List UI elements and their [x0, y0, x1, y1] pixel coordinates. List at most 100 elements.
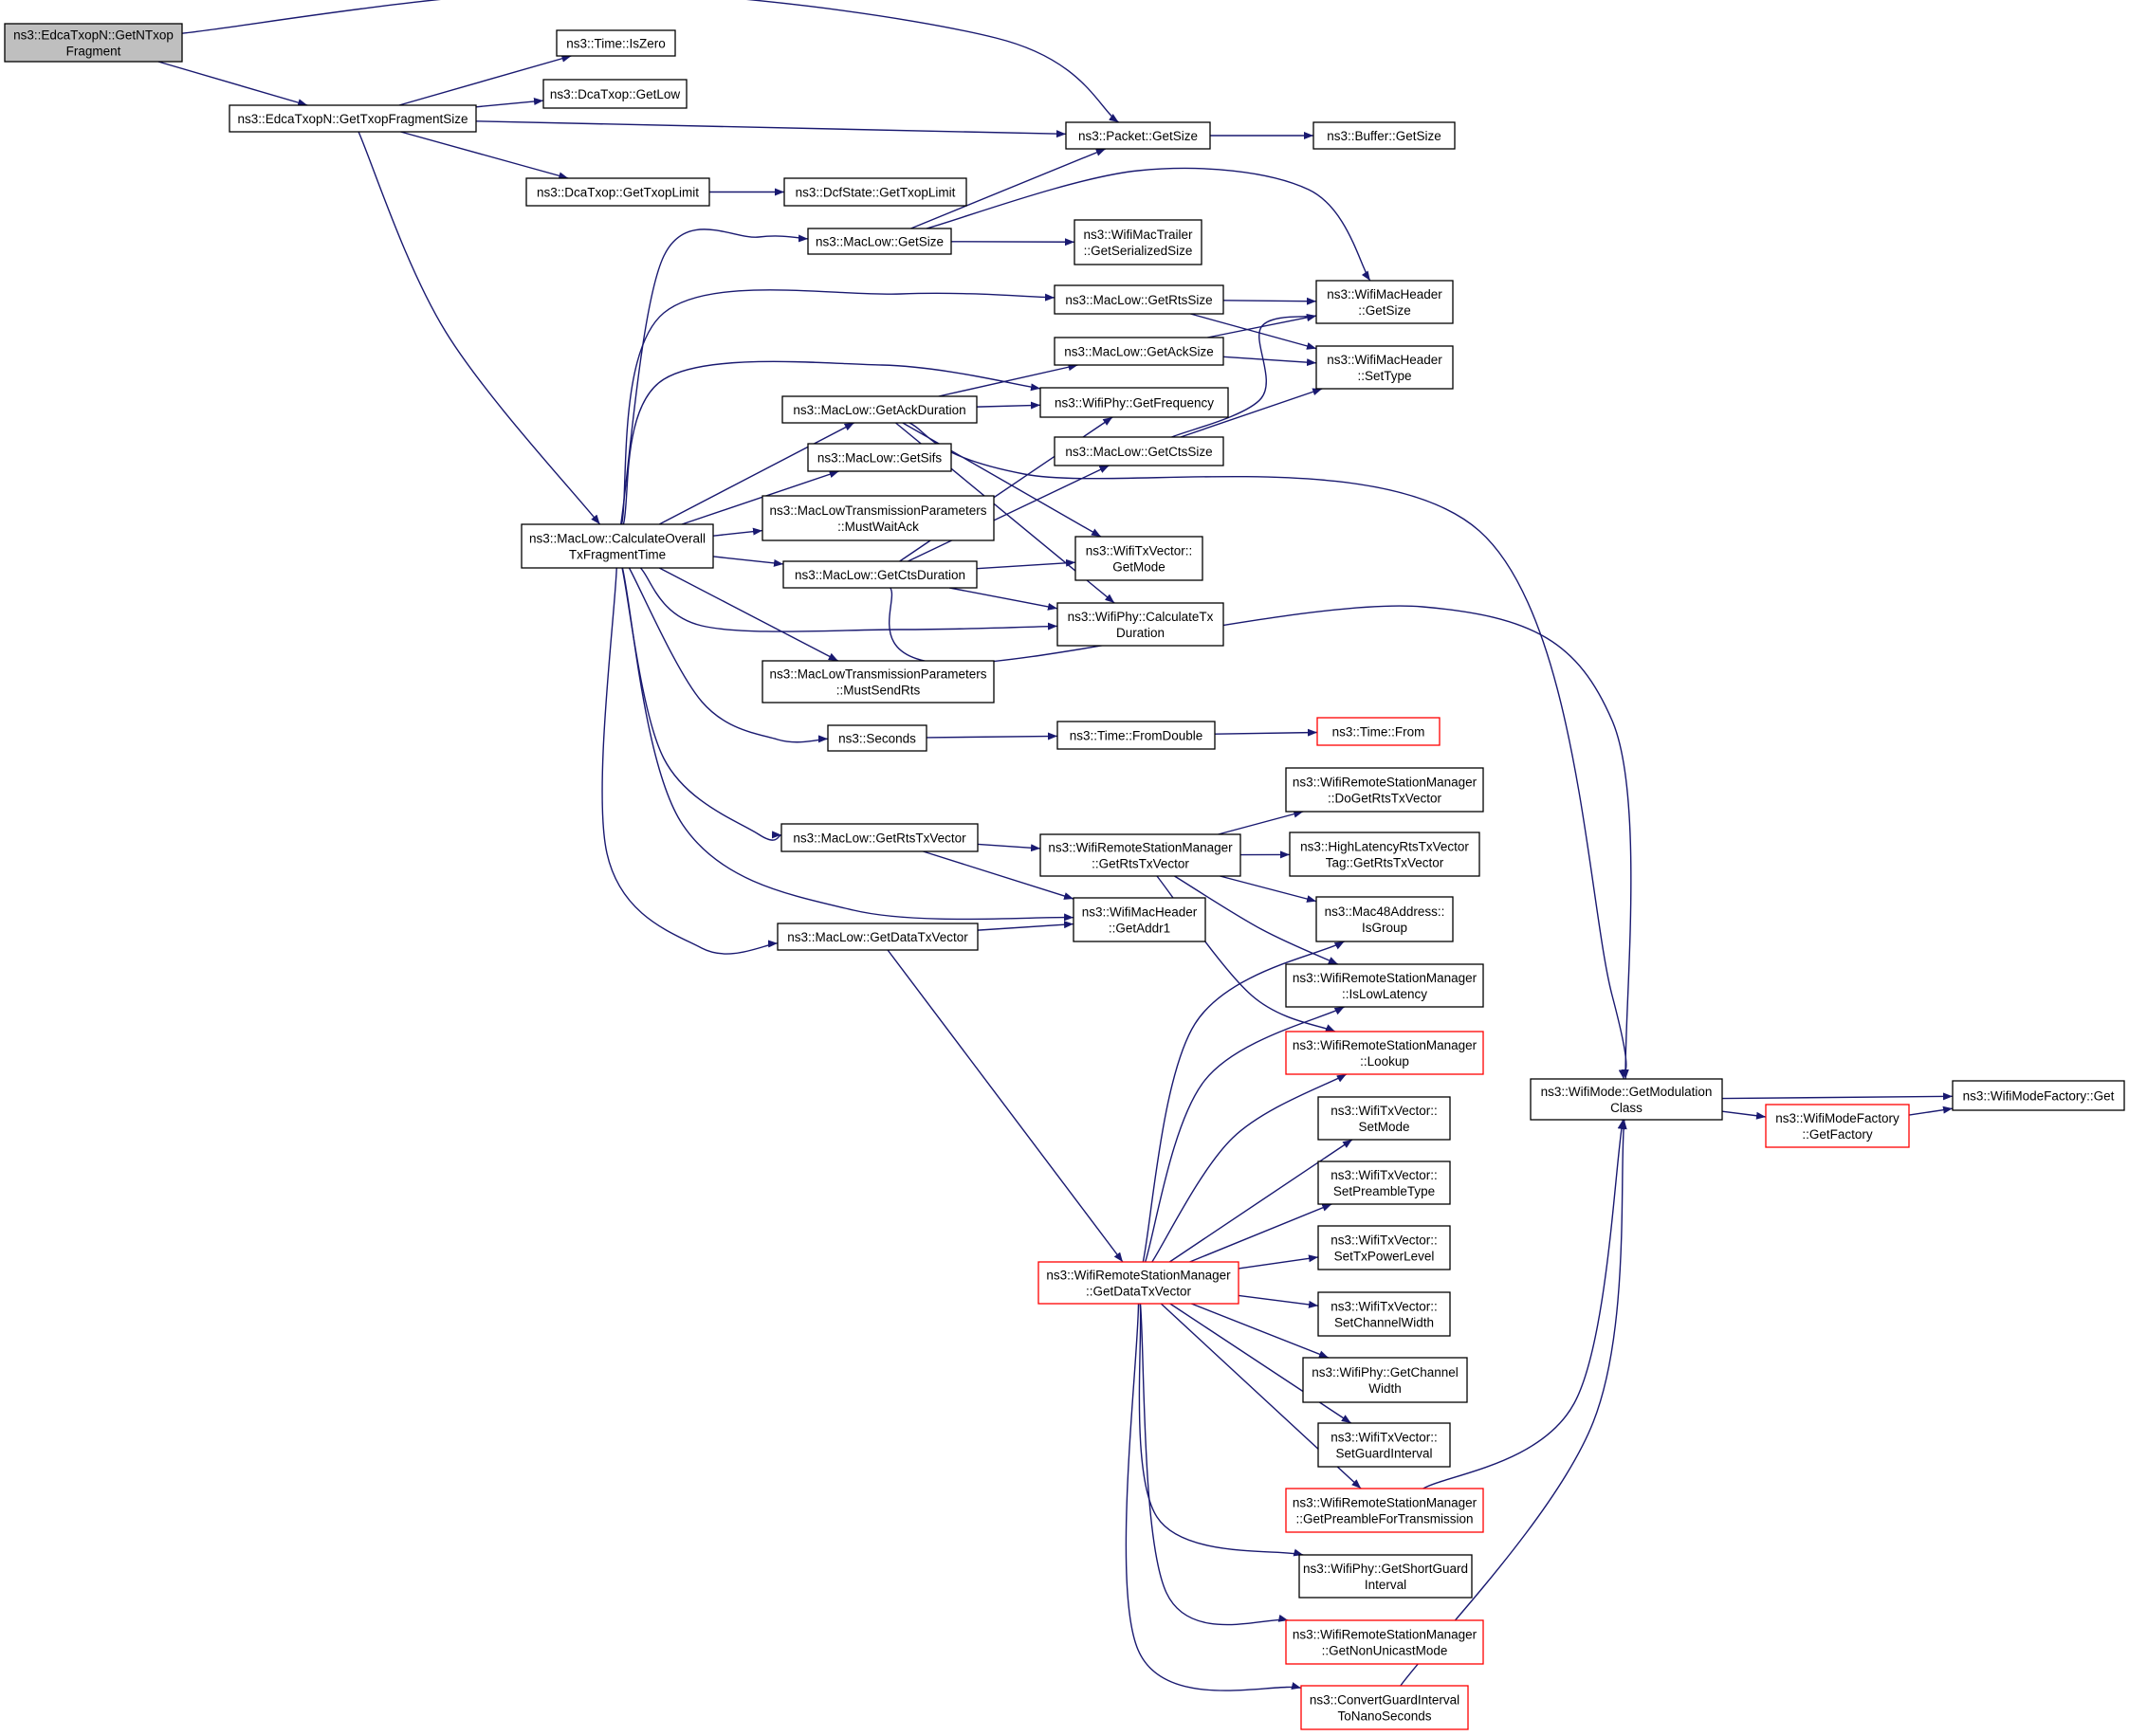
node-label: ::GetSize: [1358, 303, 1411, 318]
node-box: [4, 23, 183, 63]
call-edge-getAckSize-to-hdrSetType: [1222, 356, 1317, 367]
call-edge-seconds-to-fromDouble: [926, 732, 1058, 740]
node-macLowGetSize[interactable]: ns3::MacLow::GetSize: [807, 228, 952, 255]
node-getSifs[interactable]: ns3::MacLow::GetSifs: [807, 443, 952, 472]
node-getAckSize[interactable]: ns3::MacLow::GetAckSize: [1054, 337, 1224, 366]
node-setPreamble[interactable]: ns3::WifiTxVector::SetPreambleType: [1317, 1160, 1451, 1205]
node-nonUnicast[interactable]: ns3::WifiRemoteStationManager::GetNonUni…: [1285, 1619, 1484, 1665]
node-label: ::DoGetRtsTxVector: [1328, 792, 1442, 806]
node-getAddr1[interactable]: ns3::WifiMacHeader::GetAddr1: [1073, 897, 1206, 942]
node-box: [1317, 1225, 1451, 1270]
call-edge-calcOverall-to-mustSendRts: [658, 567, 839, 662]
node-calcOverall[interactable]: ns3::MacLow::CalculateOverallTxFragmentT…: [521, 523, 714, 569]
node-modeFactoryGet[interactable]: ns3::WifiModeFactory::Get: [1952, 1080, 2125, 1111]
node-getCtsDuration[interactable]: ns3::MacLow::GetCtsDuration: [782, 560, 978, 589]
node-box: [1054, 337, 1224, 366]
call-edge-getTxopFragmentSize-to-calcOverall: [358, 131, 601, 525]
node-hdrGetSize[interactable]: ns3::WifiMacHeader::GetSize: [1315, 280, 1454, 324]
node-rsmGetRts[interactable]: ns3::WifiRemoteStationManager::GetRtsTxV…: [1039, 833, 1241, 877]
node-lookup[interactable]: ns3::WifiRemoteStationManager::Lookup: [1285, 1031, 1484, 1075]
call-edge-calcOverall-to-getRtsTxVector: [621, 567, 782, 841]
node-label: ::GetDataTxVector: [1086, 1285, 1192, 1299]
node-hdrSetType[interactable]: ns3::WifiMacHeader::SetType: [1315, 345, 1454, 390]
node-fromDouble[interactable]: ns3::Time::FromDouble: [1056, 721, 1216, 750]
node-label: ns3::WifiRemoteStationManager: [1046, 1269, 1231, 1283]
node-isGroup[interactable]: ns3::Mac48Address::IsGroup: [1315, 896, 1454, 942]
node-isLowLatency[interactable]: ns3::WifiRemoteStationManager::IsLowLate…: [1285, 963, 1484, 1008]
node-timeIsZero[interactable]: ns3::Time::IsZero: [556, 29, 676, 57]
node-txvGetMode[interactable]: ns3::WifiTxVector::GetMode: [1074, 536, 1203, 581]
node-doGetRts[interactable]: ns3::WifiRemoteStationManager::DoGetRtsT…: [1285, 767, 1484, 813]
node-label: ns3::WifiRemoteStationManager: [1048, 841, 1233, 855]
node-setGuard[interactable]: ns3::WifiTxVector::SetGuardInterval: [1317, 1422, 1451, 1468]
call-edge-calcOverall-to-getRtsSize: [620, 289, 1055, 525]
function-nodes: ns3::EdcaTxopN::GetNTxopFragmentns3::Edc…: [4, 23, 2125, 1730]
node-dcfGetTxopLimit[interactable]: ns3::DcfState::GetTxopLimit: [783, 177, 967, 207]
node-label: SetPreambleType: [1333, 1184, 1435, 1198]
node-box: [1530, 1078, 1723, 1121]
node-box: [1054, 284, 1224, 315]
call-edge-getAckDuration-to-getAckSize: [938, 363, 1078, 397]
node-box: [781, 395, 978, 424]
node-box: [1315, 896, 1454, 942]
node-label: Fragment: [66, 45, 121, 59]
call-edge-getTxopFragmentSize-to-dcaGetTxopLimit: [400, 131, 569, 180]
call-edge-getAckDuration-to-getModClass: [908, 422, 1627, 1080]
node-seconds[interactable]: ns3::Seconds: [827, 724, 927, 752]
node-label: ns3::WifiPhy::GetFrequency: [1055, 396, 1214, 411]
call-edge-getModClass-to-modeFactoryGet: [1721, 1092, 1954, 1101]
node-getRtsTxVector[interactable]: ns3::MacLow::GetRtsTxVector: [780, 823, 979, 852]
call-edge-getCtsDuration-to-getModClass: [888, 587, 1632, 1080]
node-label: ns3::WifiRemoteStationManager: [1293, 971, 1477, 985]
call-edge-getFactory-to-modeFactoryGet: [1908, 1106, 1954, 1116]
node-label: ns3::MacLow::GetDataTxVector: [787, 930, 968, 944]
node-label: Interval: [1365, 1578, 1406, 1592]
call-edge-rsmGetData-to-shortGuard: [1138, 1303, 1304, 1557]
call-edge-calcOverall-to-macLowGetSize: [619, 228, 809, 525]
call-edges: [157, 0, 1954, 1691]
node-bufferGetSize[interactable]: ns3::Buffer::GetSize: [1312, 121, 1456, 150]
node-setMode[interactable]: ns3::WifiTxVector::SetMode: [1317, 1096, 1451, 1141]
node-getFactory[interactable]: ns3::WifiModeFactory::GetFactory: [1765, 1104, 1910, 1148]
call-edge-getRtsTxVector-to-getAddr1: [923, 850, 1074, 900]
node-preambleForTx[interactable]: ns3::WifiRemoteStationManager::GetPreamb…: [1285, 1488, 1484, 1533]
node-highLatency[interactable]: ns3::HighLatencyRtsTxVectorTag::GetRtsTx…: [1289, 831, 1480, 877]
node-label: ns3::MacLow::GetRtsSize: [1065, 293, 1212, 307]
node-setChanWidth[interactable]: ns3::WifiTxVector::SetChannelWidth: [1317, 1291, 1451, 1337]
node-getDataTxVector[interactable]: ns3::MacLow::GetDataTxVector: [777, 923, 979, 951]
node-label: ns3::WifiTxVector::: [1331, 1168, 1438, 1182]
node-dcaGetLow[interactable]: ns3::DcaTxop::GetLow: [542, 79, 688, 109]
node-getRtsSize[interactable]: ns3::MacLow::GetRtsSize: [1054, 284, 1224, 315]
node-setTxPower[interactable]: ns3::WifiTxVector::SetTxPowerLevel: [1317, 1225, 1451, 1270]
node-label: SetTxPowerLevel: [1334, 1250, 1435, 1264]
node-label: ::GetFactory: [1802, 1127, 1873, 1142]
call-edge-macLowGetSize-to-packetGetSize: [910, 148, 1107, 229]
call-edge-root-to-getTxopFragmentSize: [157, 61, 308, 107]
node-getTxopFragmentSize[interactable]: ns3::EdcaTxopN::GetTxopFragmentSize: [229, 104, 477, 133]
node-box: [229, 104, 477, 133]
node-mustWaitAck[interactable]: ns3::MacLowTransmissionParameters::MustW…: [762, 495, 995, 541]
node-trailerSize[interactable]: ns3::WifiMacTrailer::GetSerializedSize: [1074, 219, 1202, 265]
node-timeFrom[interactable]: ns3::Time::From: [1316, 717, 1441, 746]
node-mustSendRts[interactable]: ns3::MacLowTransmissionParameters::MustS…: [762, 660, 995, 704]
node-box: [1285, 1619, 1484, 1665]
node-phyGetFrequency[interactable]: ns3::WifiPhy::GetFrequency: [1039, 387, 1229, 418]
node-box: [807, 443, 952, 472]
node-packetGetSize[interactable]: ns3::Packet::GetSize: [1065, 121, 1211, 150]
node-getCtsSize[interactable]: ns3::MacLow::GetCtsSize: [1054, 436, 1224, 466]
node-label: ns3::DcaTxop::GetTxopLimit: [537, 186, 699, 200]
node-box: [1065, 121, 1211, 150]
call-edge-getDataTxVector-to-getAddr1: [977, 921, 1074, 931]
node-dcaGetTxopLimit[interactable]: ns3::DcaTxop::GetTxopLimit: [525, 177, 710, 207]
node-rsmGetData[interactable]: ns3::WifiRemoteStationManager::GetDataTx…: [1037, 1261, 1239, 1305]
node-getAckDuration[interactable]: ns3::MacLow::GetAckDuration: [781, 395, 978, 424]
node-label: ns3::WifiMacHeader: [1082, 905, 1198, 920]
call-edge-getTxopFragmentSize-to-dcaGetLow: [475, 98, 544, 108]
